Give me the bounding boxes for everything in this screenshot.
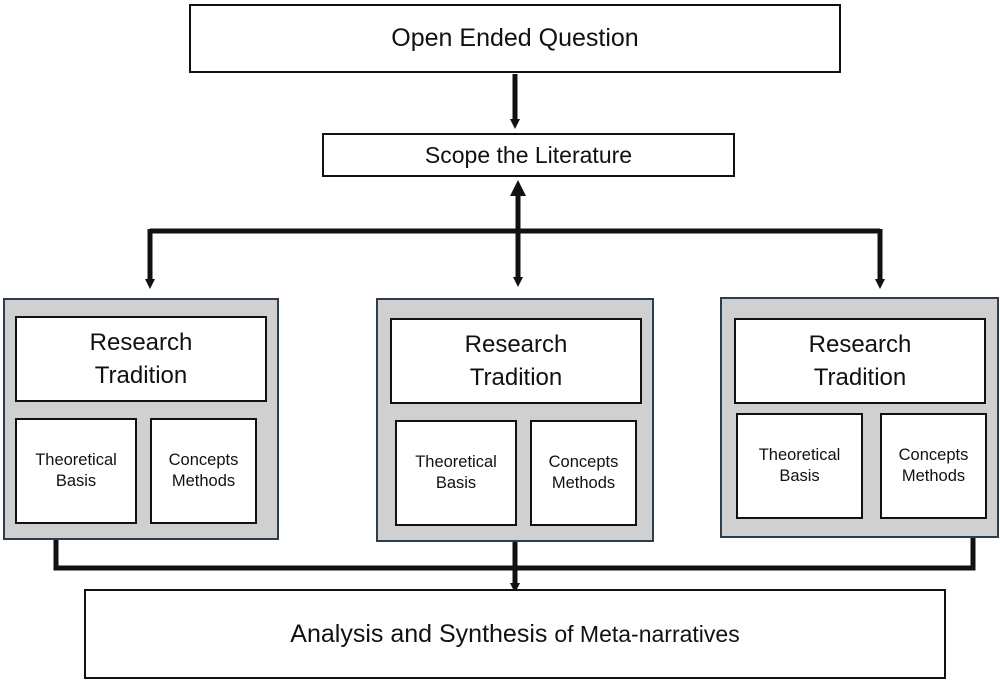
tradition-title-line1: Research (89, 329, 193, 356)
theoretical-basis-box-1: Theoretical Basis (15, 418, 137, 524)
theoretical-basis-line1: Theoretical (35, 451, 117, 469)
collector-left (53, 540, 515, 571)
arrowhead-up (510, 180, 526, 196)
concepts-methods-line2: Methods (171, 472, 236, 490)
research-tradition-panel-2: Research Tradition Theoretical Basis Con… (376, 298, 654, 542)
theoretical-basis-line2: Basis (435, 474, 477, 492)
concepts-methods-box-3: Concepts Methods (880, 413, 987, 519)
concepts-methods-line2: Methods (551, 474, 616, 492)
theoretical-basis-line2: Basis (779, 467, 820, 485)
open-ended-question-box: Open Ended Question (189, 4, 841, 73)
concepts-methods-line1: Concepts (548, 453, 619, 471)
tradition-title-line2: Tradition (94, 362, 188, 389)
research-tradition-panel-1: Research Tradition Theoretical Basis Con… (3, 298, 279, 540)
tradition-title-line1: Research (464, 331, 568, 358)
concepts-methods-line2: Methods (901, 467, 966, 485)
scope-literature-label: Scope the Literature (424, 141, 633, 168)
analysis-synthesis-box: Analysis and Synthesis of Meta-narrative… (84, 589, 946, 679)
tradition-title-line2: Tradition (813, 364, 907, 391)
research-tradition-panel-3: Research Tradition Theoretical Basis Con… (720, 297, 999, 538)
concepts-methods-line1: Concepts (168, 451, 239, 469)
open-ended-question-label: Open Ended Question (391, 24, 639, 52)
theoretical-basis-box-2: Theoretical Basis (395, 420, 517, 526)
concepts-methods-box-1: Concepts Methods (150, 418, 257, 524)
concepts-methods-line1: Concepts (898, 446, 969, 464)
analysis-synthesis-main: Analysis and Synthesis (290, 619, 548, 648)
analysis-synthesis-label: Analysis and Synthesis of Meta-narrative… (290, 620, 739, 649)
scope-literature-box: Scope the Literature (322, 133, 735, 177)
theoretical-basis-line2: Basis (55, 472, 97, 490)
theoretical-basis-box-3: Theoretical Basis (736, 413, 863, 519)
research-tradition-title-1: Research Tradition (15, 316, 267, 402)
research-tradition-title-2: Research Tradition (390, 318, 642, 404)
tradition-title-line1: Research (808, 331, 912, 358)
theoretical-basis-line1: Theoretical (758, 446, 841, 464)
concepts-methods-box-2: Concepts Methods (530, 420, 637, 526)
analysis-synthesis-tail: of Meta-narratives (554, 620, 740, 647)
collector-right (515, 538, 976, 571)
tradition-title-line2: Tradition (469, 364, 563, 391)
theoretical-basis-line1: Theoretical (415, 453, 497, 471)
research-tradition-title-3: Research Tradition (734, 318, 986, 404)
